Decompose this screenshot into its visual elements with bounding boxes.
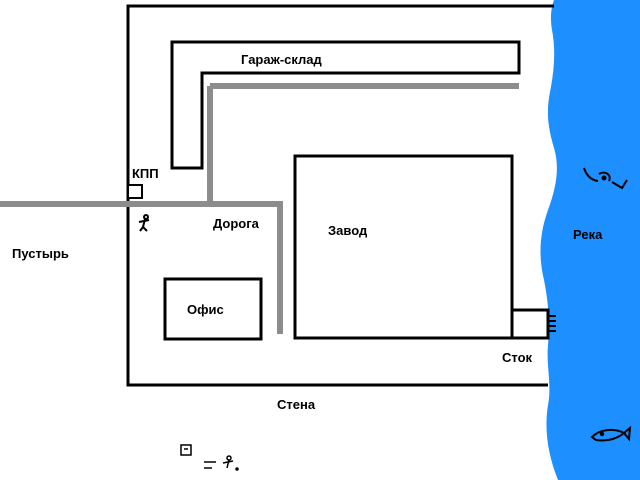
drain-box [510,308,550,340]
wall-label: Стена [277,397,316,412]
road-label: Дорога [213,216,260,231]
person-icon [180,444,239,471]
drain-label: Сток [502,350,533,365]
guard-figure-icon [138,214,150,232]
checkpoint-label: КПП [132,166,159,181]
desert-label: Пустырь [12,246,69,261]
road-network [0,83,519,334]
factory-building [293,154,514,340]
garage-warehouse-building [170,40,521,170]
river-label: Река [573,227,603,242]
factory-label: Завод [328,223,368,238]
office-label: Офис [187,302,224,317]
office-building [163,277,263,341]
swimmer-icon [583,167,628,190]
garage-warehouse-label: Гараж-склад [241,52,323,67]
drain-outflow-pipes [548,315,556,332]
fish-icon [590,425,632,442]
checkpoint-booth [127,184,143,199]
river-area [540,0,640,480]
